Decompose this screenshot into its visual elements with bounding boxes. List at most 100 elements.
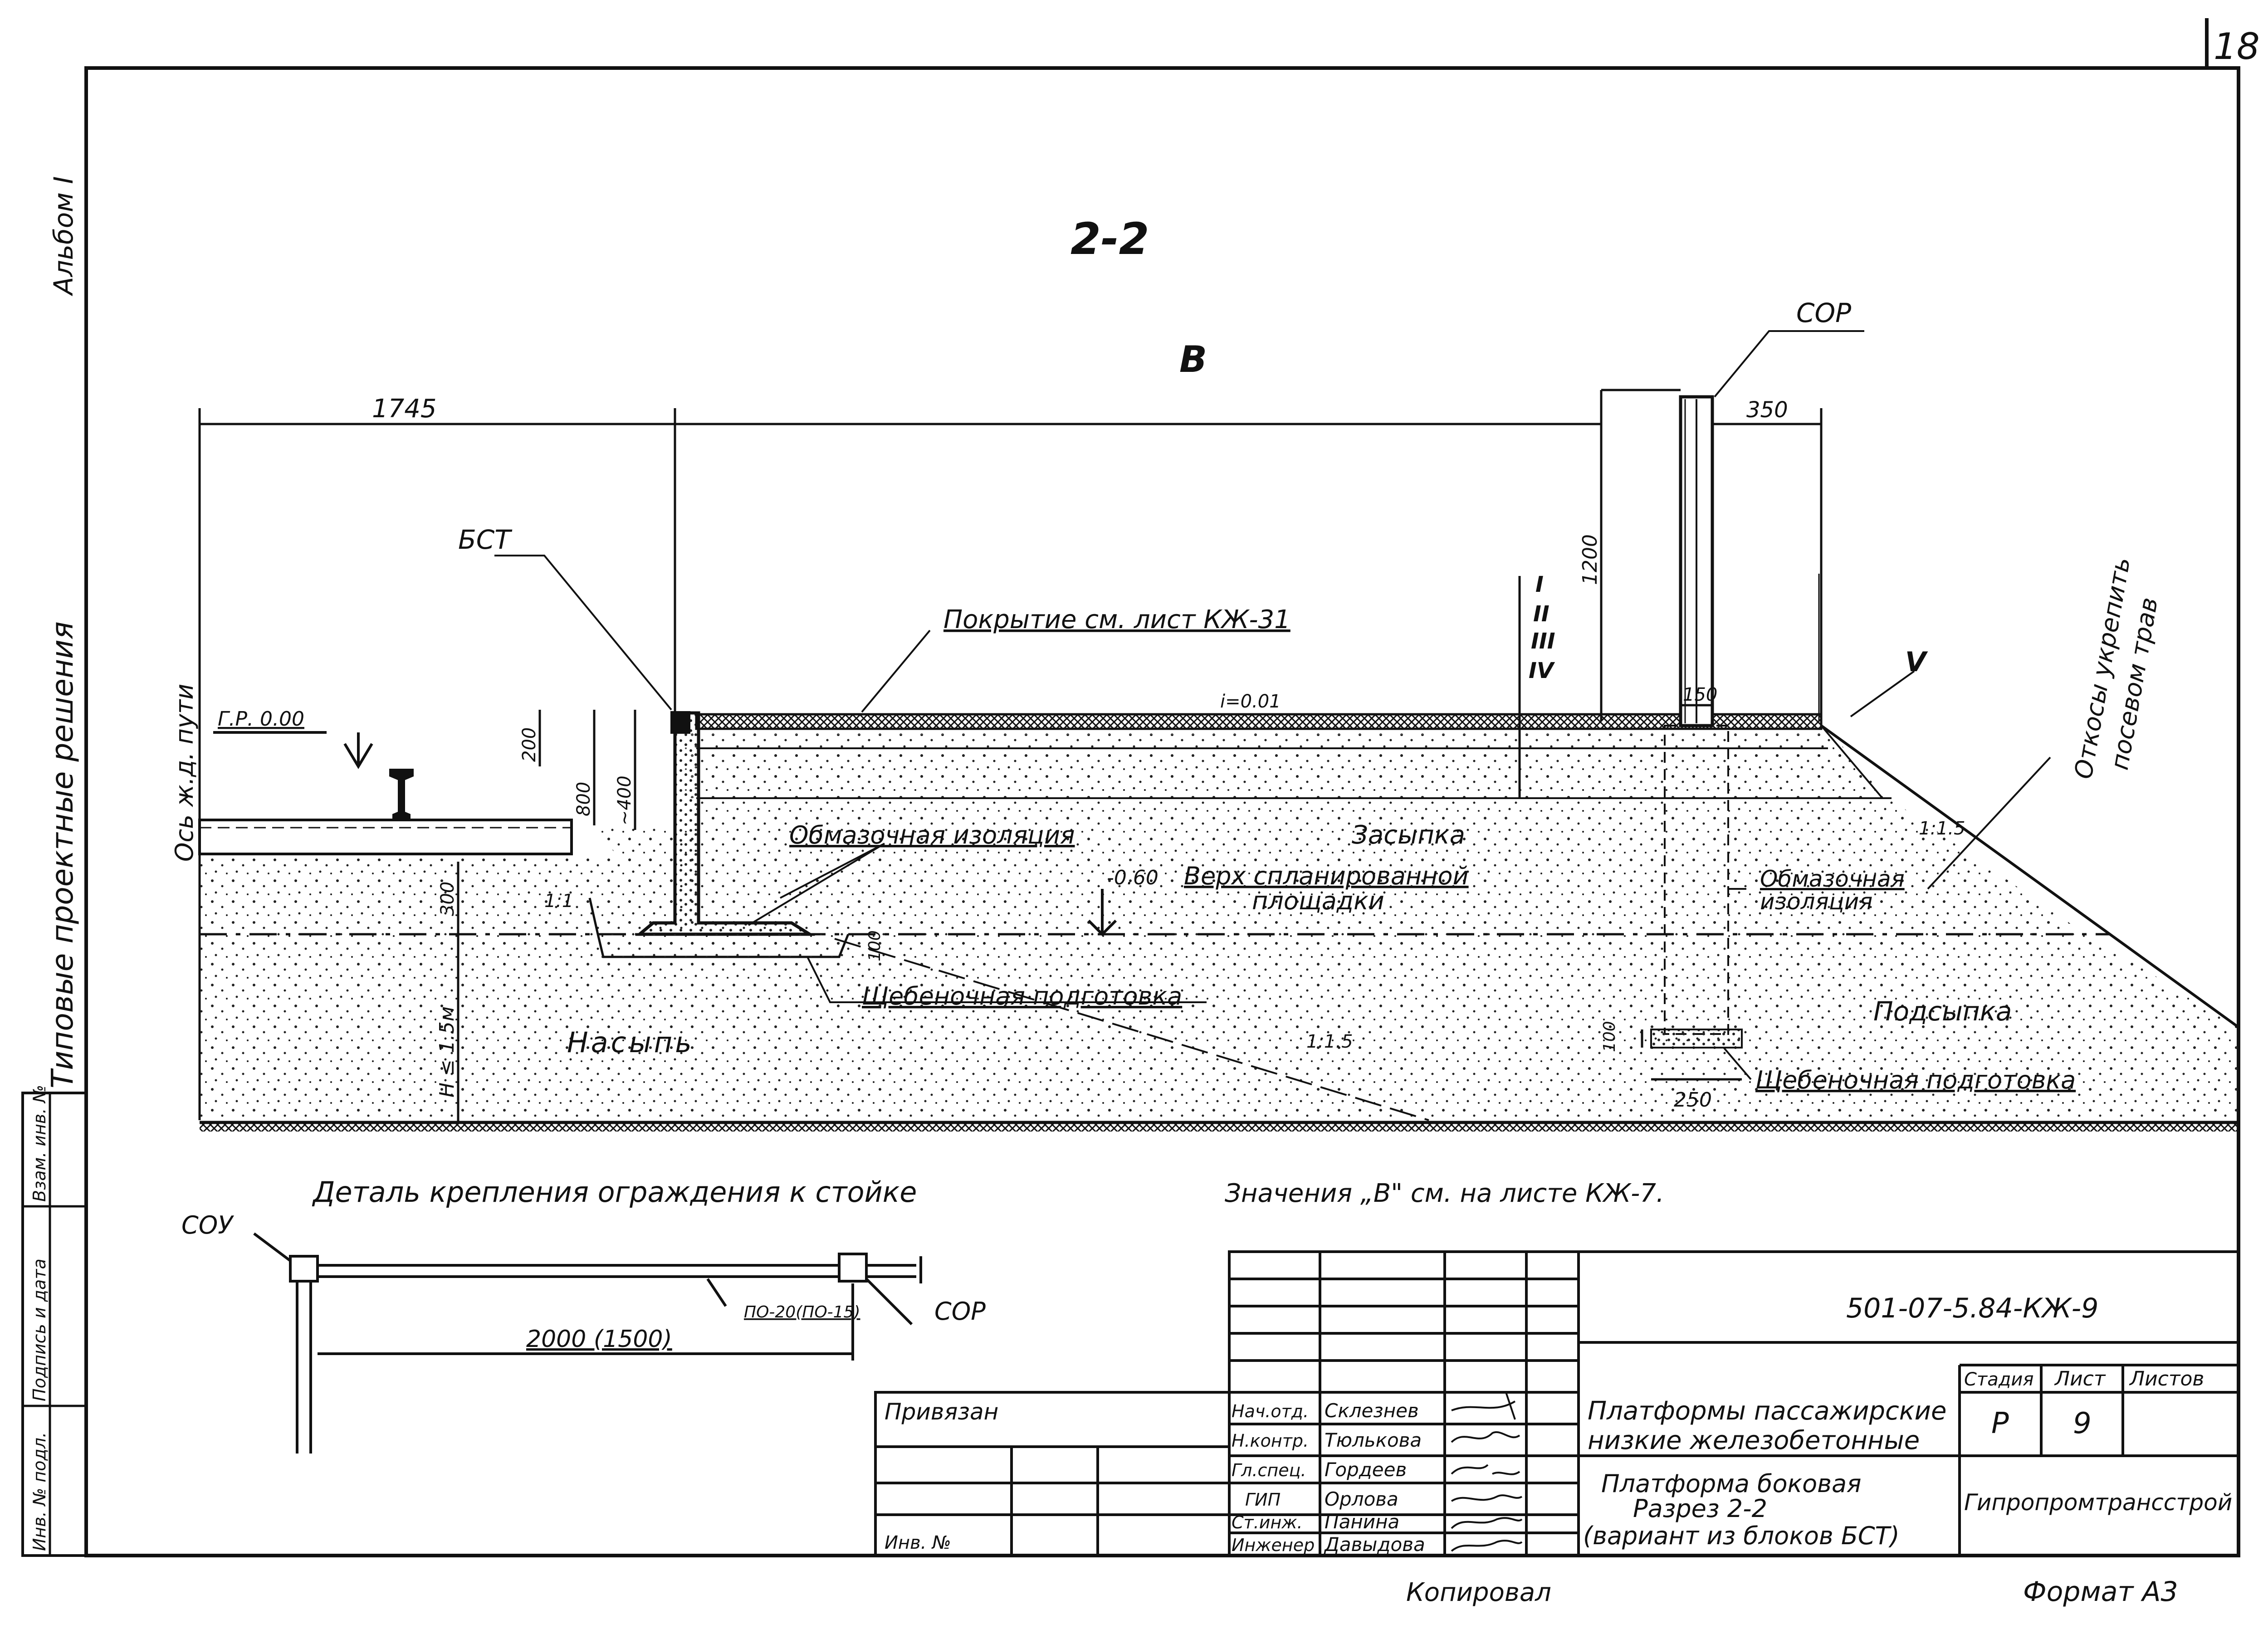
tb-inv: Инв. № <box>885 1532 951 1553</box>
tb-role-3: ГИП <box>1245 1490 1281 1510</box>
platform-covering <box>695 713 1823 730</box>
tb-sheet-head: Лист <box>2054 1367 2106 1390</box>
series-label: Типовые проектные решения <box>45 621 80 1088</box>
tb-name-2: Гордеев <box>1325 1458 1407 1481</box>
dim-350: 350 <box>1746 397 1788 423</box>
label-verkh-1: Верх спланированной <box>1184 862 1469 890</box>
side-stamp: Инв. № подл. Подпись и дата Взам. инв. № <box>21 1085 88 1557</box>
dim-400: ~400 <box>614 776 635 825</box>
ground-line <box>200 1121 2239 1132</box>
label-obmaz-right-1: Обмазочная <box>1760 866 1905 892</box>
track-slab <box>198 819 573 855</box>
tb-role-5: Инженер <box>1232 1535 1315 1555</box>
tb-org: Гипропромтрансстрой <box>1964 1489 2232 1516</box>
tb-sheet: 9 <box>2073 1407 2092 1440</box>
label-verkh-2: площадки <box>1252 887 1384 915</box>
label-gr: Г.Р. 0.00 <box>218 707 304 731</box>
title-block <box>874 1250 2240 1557</box>
signatures <box>1451 1392 1523 1552</box>
copied-by: Копировал <box>1406 1578 1551 1607</box>
tb-sheets-head: Листов <box>2129 1367 2204 1390</box>
tb-stage: Р <box>1991 1407 2009 1440</box>
leader-lines <box>494 330 2051 1080</box>
tb-role-2: Гл.спец. <box>1232 1460 1306 1480</box>
tb-name-5: Давыдова <box>1324 1533 1425 1556</box>
label-obmaz-right-2: изоляция <box>1760 888 1872 915</box>
sop-post <box>1650 395 1743 1049</box>
detail-drawing <box>253 1232 922 1454</box>
crushed-stone-right <box>1650 1029 1743 1049</box>
label-sop: СОР <box>1796 298 1851 328</box>
tb-stage-head: Стадия <box>1964 1369 2033 1390</box>
dim-100-right: 100 <box>1600 1021 1619 1052</box>
page-number: 18 <box>2214 25 2260 68</box>
dim-1200: 1200 <box>1579 534 1602 585</box>
tb-project-1: Платформы пассажирские <box>1588 1396 1946 1426</box>
label-level-060: -0.60 <box>1107 866 1158 889</box>
album-label: Альбом I <box>48 176 79 297</box>
slope-mid: 1:1.5 <box>1306 1031 1353 1052</box>
dim-250: 250 <box>1674 1088 1712 1112</box>
section-title: 2-2 <box>1070 214 1149 264</box>
level-markers <box>213 731 1117 937</box>
mark-roman-4: IV <box>1529 658 1555 683</box>
tb-sheet-2: Разрез 2-2 <box>1633 1494 1767 1523</box>
detail-sou: СОУ <box>181 1211 234 1239</box>
stamp-inv-podl: Инв. № подл. <box>29 1432 49 1551</box>
note-b-values: Значения „В" см. на листе КЖ-7. <box>1225 1179 1664 1208</box>
soil-layers <box>200 730 2239 1122</box>
dim-h: H ≤ 1.5м <box>435 1006 459 1097</box>
label-pokrytie: Покрытие см. лист КЖ-31 <box>943 605 1290 634</box>
detail-title: Деталь крепления ограждения к стойке <box>312 1176 917 1209</box>
stamp-podpis: Подпись и дата <box>29 1258 49 1401</box>
dim-b: В <box>1179 338 1207 380</box>
detail-sop: СОР <box>934 1297 986 1326</box>
tb-name-3: Орлова <box>1325 1488 1398 1510</box>
mark-roman-2: II <box>1533 601 1549 627</box>
embankment-fill <box>200 857 2239 1122</box>
label-nasyp: Насыпь <box>567 1026 694 1059</box>
slope-right: 1:1.5 <box>1919 818 1965 839</box>
dim-100-left: 100 <box>865 930 884 961</box>
dim-200: 200 <box>519 727 540 762</box>
slope-line-mid <box>834 938 1429 1121</box>
detail-dim: 2000 (1500) <box>526 1326 672 1353</box>
dim-1745: 1745 <box>372 394 437 424</box>
tb-sheet-1: Платформа боковая <box>1601 1469 1862 1498</box>
mark-roman-3: III <box>1531 629 1555 654</box>
tb-role-1: Н.контр. <box>1232 1431 1309 1451</box>
slope-small: 1:1 <box>544 891 573 912</box>
tb-code: 501-07-5.84-КЖ-9 <box>1846 1293 2098 1324</box>
dim-150: 150 <box>1683 684 1717 705</box>
label-bst: БСТ <box>458 524 513 555</box>
dim-800: 800 <box>573 782 594 816</box>
tb-name-0: Склезнев <box>1325 1400 1419 1422</box>
dimension-lines <box>198 389 1823 1122</box>
tb-project-2: низкие железобетонные <box>1588 1426 1920 1455</box>
label-obmaz-left: Обмазочная изоляция <box>789 821 1075 849</box>
tb-name-1: Тюлькова <box>1325 1429 1422 1451</box>
mark-roman-1: I <box>1535 572 1544 597</box>
right-slope <box>1820 724 2239 1029</box>
label-axis: Ось ж.д. пути <box>170 684 199 862</box>
label-shcheben-right: Щебеночная подготовка <box>1755 1066 2076 1094</box>
slope-top: i=0.01 <box>1220 691 1281 712</box>
format-label: Формат А3 <box>2023 1576 2178 1608</box>
tb-role-0: Нач.отд. <box>1232 1401 1309 1421</box>
bst-block <box>588 711 850 958</box>
crushed-stone-left <box>599 934 844 957</box>
detail-pipe: ПО-20(ПО-15) <box>744 1303 860 1322</box>
tb-sheet-3: (вариант из блоков БСТ) <box>1583 1522 1900 1550</box>
tb-role-4: Ст.инж. <box>1232 1512 1303 1532</box>
tb-name-4: Панина <box>1325 1511 1399 1533</box>
top-base-layer <box>685 730 1892 798</box>
mark-roman-5: V <box>1905 646 1928 678</box>
tb-privyazan: Привязан <box>885 1399 998 1425</box>
rail <box>389 769 414 820</box>
label-zasypka: Засыпка <box>1352 820 1465 850</box>
label-shcheben-left: Щебеночная подготовка <box>862 982 1182 1010</box>
dim-300: 300 <box>437 882 458 916</box>
stamp-vzam: Взам. инв. № <box>29 1085 49 1202</box>
label-podsypka: Подсыпка <box>1873 996 2012 1027</box>
